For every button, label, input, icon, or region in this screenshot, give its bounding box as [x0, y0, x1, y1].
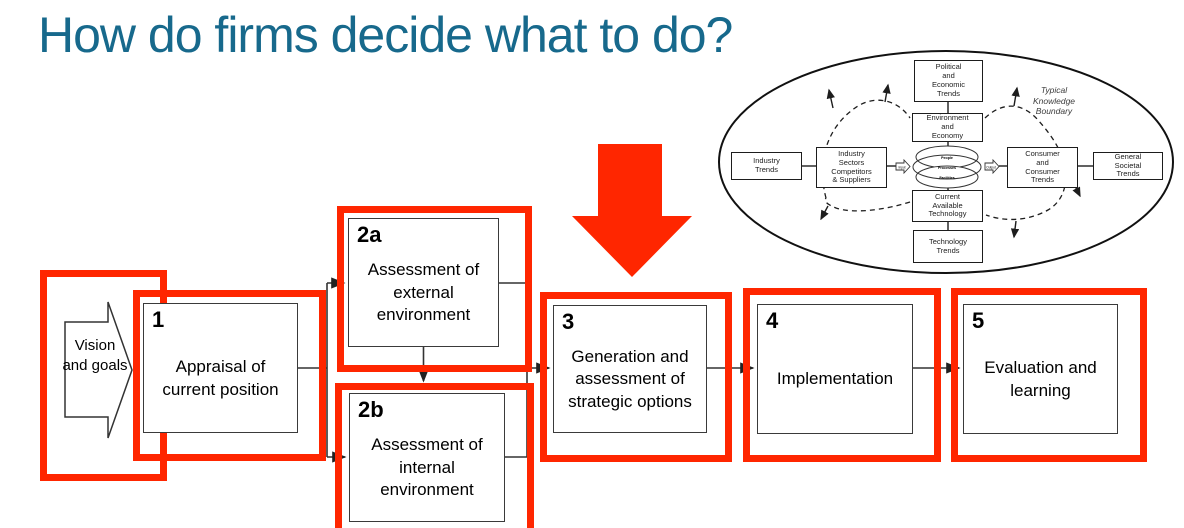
km-node-current-tech: Current Available Technology [912, 190, 983, 222]
core-venn: People Processes Facilities [912, 145, 982, 189]
km-node-tech-trends: Technology Trends [913, 230, 983, 263]
io-label-input: Input [898, 166, 905, 170]
step-label: Assessment of internal environment [371, 435, 483, 500]
highlight-frame-step-5 [951, 288, 1147, 462]
step-number: 4 [766, 308, 779, 333]
km-node-industry-trends: Industry Trends [731, 152, 802, 180]
highlight-frame-step-3 [540, 292, 732, 462]
km-node-environment: Environment and Economy [912, 113, 983, 142]
flow-step-5: 5 Evaluation and learning [963, 304, 1118, 434]
knowledge-map: People Processes Facilities Input Output [718, 50, 1174, 274]
highlight-frame-step-4 [743, 288, 941, 462]
highlight-frame-step-1 [133, 290, 326, 461]
flow-step-2b: 2b Assessment of internal environment [349, 393, 505, 522]
km-node-industry-sectors: Industry Sectors Competitors & Suppliers [816, 147, 887, 188]
step-number: 2a [357, 222, 382, 247]
highlight-frame-step-2a [337, 206, 532, 372]
red-down-arrow [572, 144, 692, 277]
io-label-output: Output [986, 166, 996, 170]
km-node-general-societal: General Societal Trends [1093, 152, 1163, 180]
step-label: Assessment of external environment [367, 260, 480, 325]
step-number: 1 [152, 307, 165, 332]
step-number: 5 [972, 308, 985, 333]
venn-label-processes: Processes [938, 166, 956, 170]
step-number: 2b [358, 397, 384, 422]
step-label: Generation and assessment of strategic o… [568, 346, 692, 411]
step-label: Implementation [776, 369, 894, 389]
highlight-frame-step-2b [335, 383, 534, 528]
venn-label-facilities: Facilities [939, 176, 954, 180]
knowledge-boundary-label: Typical Knowledge Boundary [1032, 85, 1076, 117]
km-node-political: Political and Economic Trends [914, 60, 983, 102]
knowledge-map-outer-ellipse [718, 50, 1174, 274]
step-number: 3 [562, 309, 575, 334]
io-arrows [895, 158, 1000, 175]
flow-step-1: 1 Appraisal of current position [143, 303, 298, 433]
step-label: Appraisal of current position [162, 357, 279, 399]
flow-step-2a: 2a Assessment of external environment [348, 218, 499, 347]
slide-title: How do firms decide what to do? [38, 7, 733, 63]
vision-block-arrow-shape [64, 301, 133, 439]
flow-step-3: 3 Generation and assessment of strategic… [553, 305, 707, 433]
flow-step-4: 4 Implementation [757, 304, 913, 434]
venn-label-people: People [941, 156, 953, 160]
km-node-consumer: Consumer and Consumer Trends [1007, 147, 1078, 188]
vision-goals-label: Vision and goals [62, 337, 128, 374]
step-label: Evaluation and learning [984, 358, 1097, 400]
